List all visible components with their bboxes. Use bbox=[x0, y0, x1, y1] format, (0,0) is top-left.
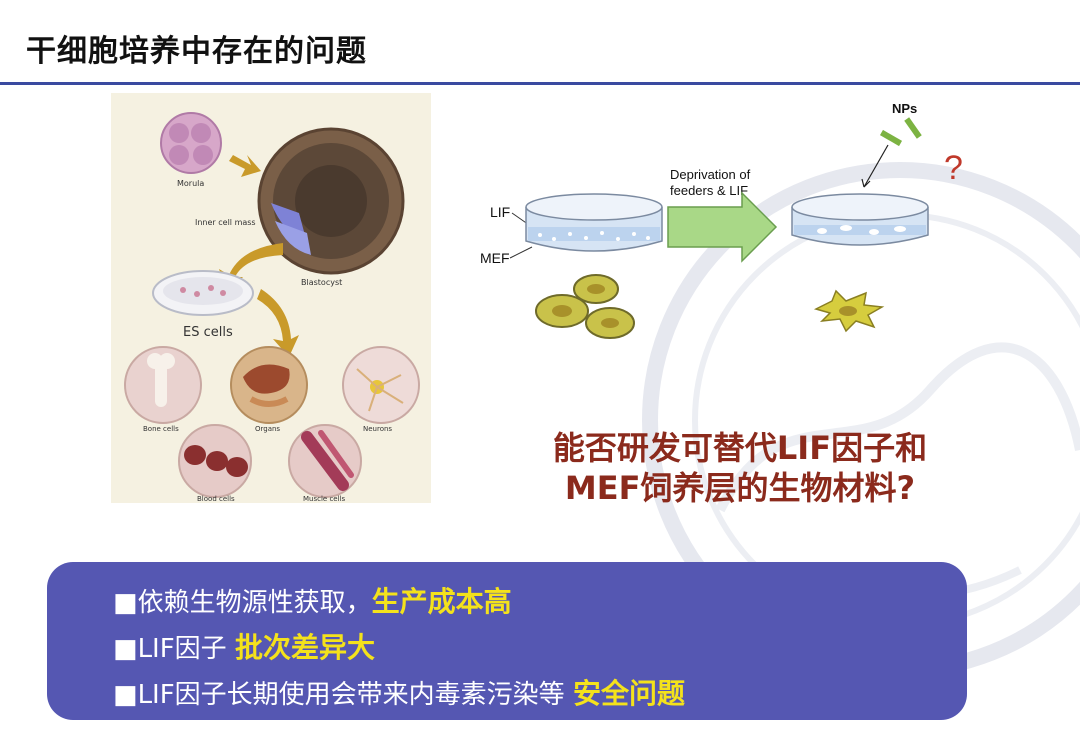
question-line-2: MEF饲养层的生物材料? bbox=[564, 469, 916, 507]
stem-cell-figure: Morula Inner cell mass Blastocyst ES cel… bbox=[111, 93, 431, 503]
research-question: 能否研发可替代LIF因子和 MEF饲养层的生物材料? bbox=[520, 428, 960, 508]
bullet-1-text: ■依赖生物源性获取， bbox=[113, 588, 372, 618]
label-mef: MEF bbox=[480, 250, 510, 266]
es-cells-dish bbox=[152, 270, 254, 316]
healthy-mef-cells bbox=[535, 274, 635, 339]
arrow-label-line1: Deprivation of bbox=[670, 167, 751, 182]
morula-image bbox=[160, 112, 222, 174]
arrow-morula-to-blastocyst bbox=[229, 155, 261, 177]
stressed-cell bbox=[813, 289, 885, 333]
label-muscle-cells: Muscle cells bbox=[303, 495, 345, 503]
dish-without-feeders bbox=[791, 193, 929, 246]
bullet-3-highlight: 安全问题 bbox=[572, 677, 685, 710]
neurons-image bbox=[342, 346, 420, 424]
muscle-cells-image bbox=[288, 424, 362, 498]
title-divider bbox=[0, 82, 1080, 85]
stem-cell-illustration: Morula Inner cell mass Blastocyst ES cel… bbox=[124, 112, 420, 503]
bullet-3-text: ■LIF因子长期使用会带来内毒素污染等 bbox=[113, 680, 573, 710]
dish-with-feeders bbox=[525, 193, 663, 252]
nanoparticles bbox=[879, 117, 922, 147]
bullet-2-highlight: 批次差异大 bbox=[234, 631, 375, 664]
bullet-2-text: ■LIF因子 bbox=[113, 634, 235, 664]
bullet-item-1: ■依赖生物源性获取，生产成本高 bbox=[113, 580, 512, 620]
question-line-1: 能否研发可替代LIF因子和 bbox=[552, 429, 928, 467]
label-organs: Organs bbox=[255, 425, 280, 433]
label-neurons: Neurons bbox=[363, 425, 392, 433]
page-title: 干细胞培养中存在的问题 bbox=[26, 34, 367, 69]
label-bone-cells: Bone cells bbox=[143, 425, 179, 433]
bullet-item-2: ■LIF因子 批次差异大 bbox=[113, 626, 375, 666]
bullet-item-3: ■LIF因子长期使用会带来内毒素污染等 安全问题 bbox=[113, 672, 685, 712]
problems-box: ■依赖生物源性获取，生产成本高 ■LIF因子 批次差异大 ■LIF因子长期使用会… bbox=[47, 562, 967, 720]
culture-diagram-svg: LIF MEF Deprivation of feeders & LIF NPs… bbox=[480, 101, 963, 339]
label-lif: LIF bbox=[490, 204, 510, 220]
label-blastocyst: Blastocyst bbox=[301, 278, 342, 287]
arrow-label-line2: feeders & LIF bbox=[670, 183, 748, 198]
label-inner-cell-mass: Inner cell mass bbox=[195, 218, 256, 227]
bone-cells-image bbox=[124, 346, 202, 424]
deprivation-arrow bbox=[667, 191, 778, 263]
blood-cells-image bbox=[178, 424, 252, 498]
question-mark: ? bbox=[944, 149, 963, 187]
arrow-es-to-differentiated bbox=[257, 289, 299, 357]
organs-image bbox=[230, 346, 308, 424]
blastocyst-image bbox=[257, 127, 405, 275]
bullet-1-highlight: 生产成本高 bbox=[371, 585, 512, 618]
label-es-cells: ES cells bbox=[183, 325, 233, 340]
label-nps: NPs bbox=[892, 101, 917, 116]
label-morula: Morula bbox=[177, 179, 204, 188]
culture-diagram: LIF MEF Deprivation of feeders & LIF NPs… bbox=[470, 95, 1030, 355]
label-blood-cells: Blood cells bbox=[197, 495, 235, 503]
